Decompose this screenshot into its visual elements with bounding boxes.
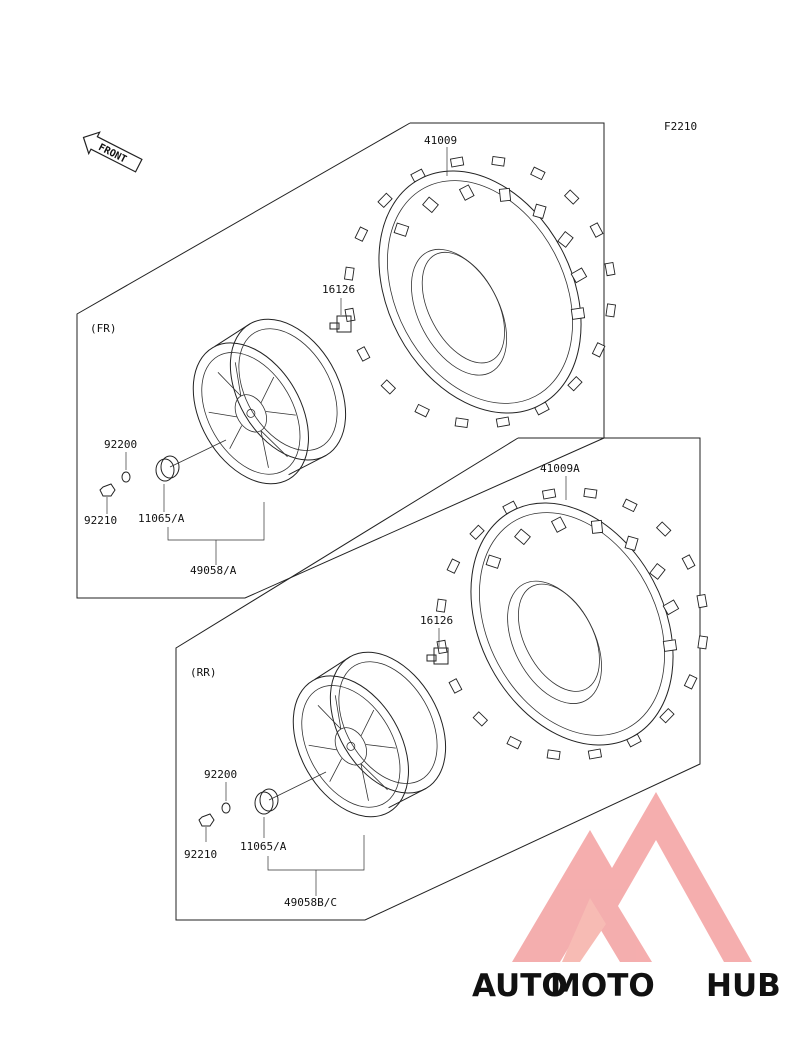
- front-arrow-icon: FRONT: [82, 131, 143, 173]
- rear-valve: [426, 628, 449, 665]
- front-wheel-part-number: 49058/A: [190, 564, 237, 577]
- front-tire: [343, 155, 617, 429]
- front-washer-part-number: 92200: [104, 438, 137, 451]
- rear-wheel: [292, 651, 447, 818]
- logo-emblem-icon: [512, 792, 752, 962]
- automotohub-logo: AUTO MOTO HUB: [472, 792, 781, 1004]
- front-hub-cap: [155, 439, 227, 482]
- front-tire-part-number: 41009: [424, 134, 457, 147]
- rear-nut: [198, 813, 215, 842]
- rear-cap-part-number: 11065/A: [240, 840, 287, 853]
- rear-tire: [435, 487, 709, 761]
- front-section: (FR): [76, 122, 617, 599]
- rear-hub-cap: [254, 771, 327, 815]
- rear-wheel-part-number: 49058B/C: [284, 896, 337, 909]
- rear-section-label: (RR): [190, 666, 217, 679]
- rear-tire-part-number: 41009A: [540, 462, 580, 475]
- front-valve-part-number: 16126: [322, 283, 355, 296]
- front-wheel: [192, 318, 347, 485]
- logo-text-hub: HUB: [706, 968, 781, 1004]
- rear-washer: [221, 782, 231, 814]
- front-valve: [329, 298, 352, 333]
- rear-washer-part-number: 92200: [204, 768, 237, 781]
- rear-nut-part-number: 92210: [184, 848, 217, 861]
- front-nut-part-number: 92210: [84, 514, 117, 527]
- rear-section: (RR): [175, 437, 709, 921]
- front-nut: [99, 483, 116, 514]
- rear-valve-part-number: 16126: [420, 614, 453, 627]
- front-section-label: (FR): [90, 322, 117, 335]
- logo-text-moto: MOTO: [550, 968, 655, 1004]
- front-cap-part-number: 11065/A: [138, 512, 185, 525]
- figure-code: F2210: [664, 120, 697, 133]
- logo-text-auto: AUTO: [472, 968, 568, 1004]
- front-washer: [121, 452, 131, 483]
